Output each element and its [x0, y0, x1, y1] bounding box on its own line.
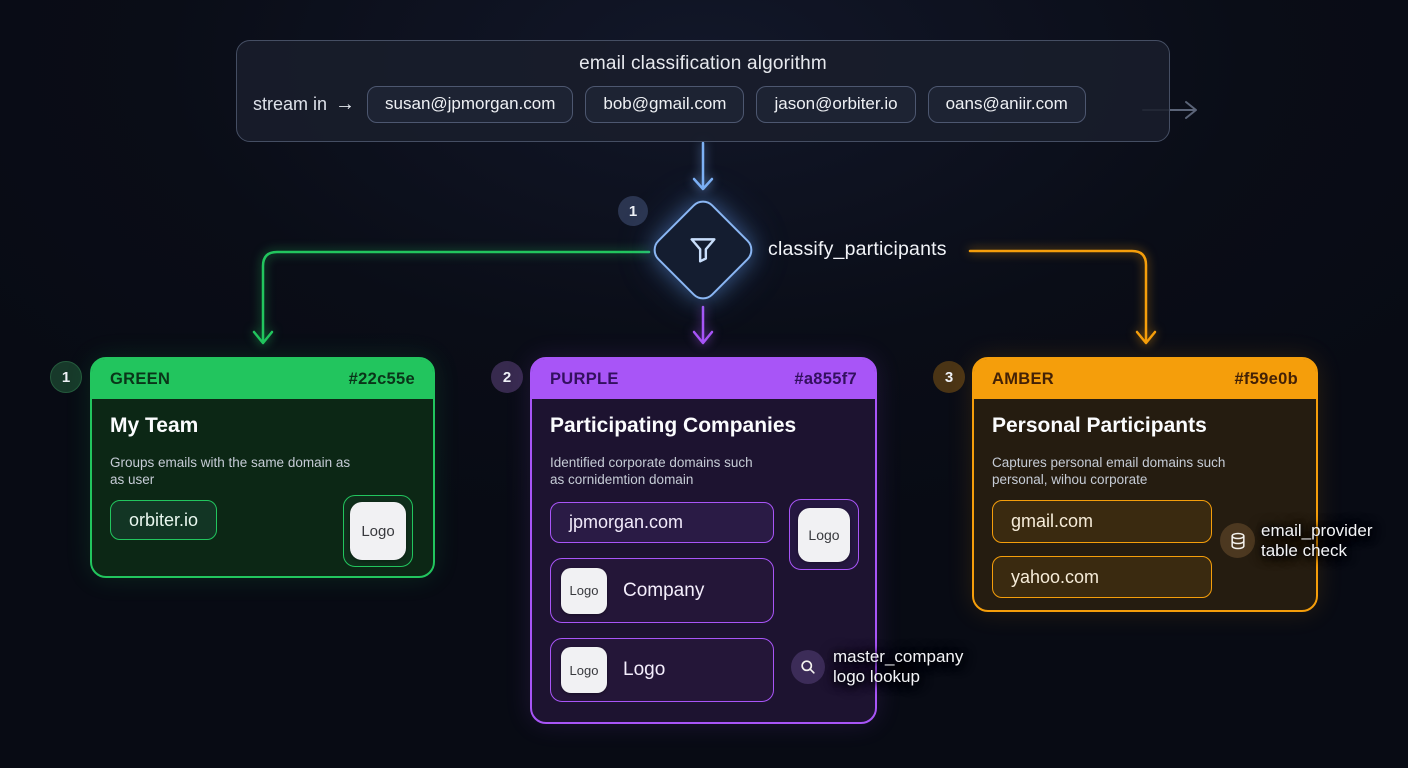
purple-card-name: PURPLE [550, 369, 619, 388]
arrow-to-amber-card [968, 249, 1148, 342]
database-icon [1220, 523, 1255, 558]
purple-step-badge: 2 [491, 361, 523, 393]
amber-domain-pill: yahoo.com [992, 556, 1212, 598]
stream-in-text: stream in [253, 94, 328, 114]
logo-placeholder: Logo [561, 647, 607, 693]
email-pill: bob@gmail.com [585, 86, 745, 123]
arrow-to-amber-card-head [1135, 330, 1157, 345]
logo-placeholder: Logo [798, 507, 850, 562]
purple-card-title: Participating Companies [550, 414, 797, 437]
arrow-to-purple-card-head [692, 330, 714, 345]
filter-icon [686, 233, 720, 267]
arrow-stream-to-classifier-head [692, 177, 714, 191]
amber-category-card: AMBER #f59e0b Personal Participants Capt… [972, 357, 1318, 612]
green-card-title: My Team [110, 414, 199, 437]
arrow-to-green-card-head [252, 330, 274, 345]
amber-card-hex: #f59e0b [1234, 369, 1298, 388]
search-icon [791, 650, 825, 684]
email-stream-row: stream in → susan@jpmorgan.com bob@gmail… [237, 86, 1169, 123]
amber-card-header: AMBER #f59e0b [974, 359, 1316, 399]
purple-card-description: Identified corporate domains such as cor… [550, 455, 753, 487]
purple-card-hex: #a855f7 [794, 369, 857, 388]
logo-placeholder: Logo [561, 567, 607, 614]
panel-title: email classification algorithm [579, 53, 827, 74]
company-row-label: Company [623, 579, 705, 601]
green-category-card: GREEN #22c55e My Team Groups emails with… [90, 357, 435, 578]
stream-in-label: stream in → [253, 93, 355, 116]
purple-card-header: PURPLE #a855f7 [532, 359, 875, 399]
company-row: Logo Company [550, 558, 774, 623]
company-row-label: Logo [623, 659, 666, 680]
provider-check-annotation: email_provider table check [1261, 521, 1373, 560]
green-logo-slot: Logo [343, 495, 413, 567]
stream-input-panel: email classification algorithm stream in… [236, 40, 1170, 142]
logo-lookup-annotation: master_company logo lookup [833, 647, 964, 686]
amber-step-badge: 3 [933, 361, 965, 393]
purple-category-card: PURPLE #a855f7 Participating Companies I… [530, 357, 877, 724]
classifier-label: classify_participants [768, 238, 947, 260]
green-domain-pill: orbiter.io [110, 500, 218, 540]
arrow-to-green-card [261, 250, 651, 342]
email-pill: jason@orbiter.io [756, 86, 916, 123]
green-card-name: GREEN [110, 369, 171, 388]
amber-card-name: AMBER [992, 369, 1054, 388]
green-card-hex: #22c55e [348, 369, 415, 388]
right-arrow-icon: → [335, 93, 356, 115]
green-card-description: Groups emails with the same domain as as… [110, 455, 351, 487]
company-row: Logo Logo [550, 638, 774, 702]
logo-placeholder: Logo [350, 502, 406, 560]
email-pill: oans@aniir.com [927, 86, 1086, 123]
purple-domain-pill: jpmorgan.com [550, 502, 774, 543]
green-card-header: GREEN #22c55e [92, 359, 433, 399]
amber-card-description: Captures personal email domains such per… [992, 455, 1226, 487]
amber-card-title: Personal Participants [992, 414, 1207, 437]
amber-domain-pill: gmail.com [992, 500, 1212, 543]
arrow-stream-continue-head [1185, 101, 1197, 119]
classifier-step-badge: 1 [618, 196, 648, 226]
green-step-badge: 1 [50, 361, 82, 393]
email-pill: susan@jpmorgan.com [367, 86, 574, 123]
purple-logo-slot: Logo [789, 499, 859, 570]
